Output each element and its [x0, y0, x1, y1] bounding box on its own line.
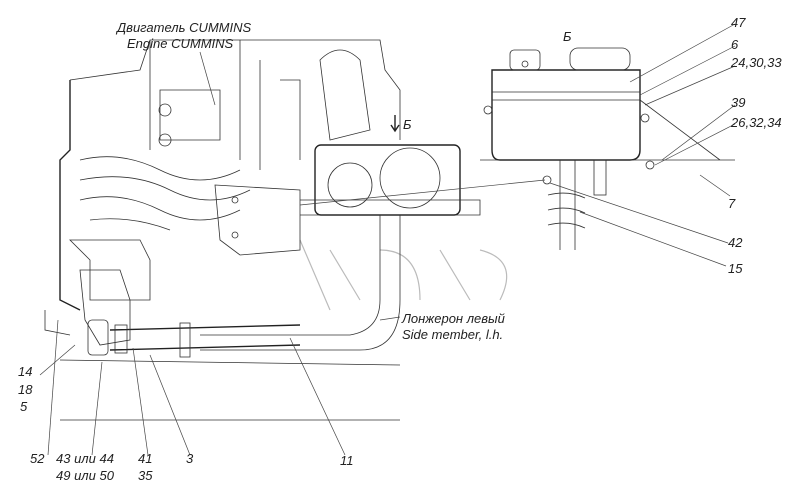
- side-member-ru: Лонжерон левый: [402, 311, 505, 326]
- callout-35: 35: [138, 468, 153, 483]
- reservoir-tank: [480, 47, 735, 250]
- callout-39: 39: [731, 95, 746, 110]
- callout-26-32-34: 26,32,34: [731, 115, 782, 130]
- callout-5: 5: [20, 399, 28, 414]
- callout-49-50: 49 или 50: [56, 468, 114, 483]
- view-label-mid: Б: [403, 117, 412, 132]
- engine-title-en: Engine CUMMINS: [127, 36, 234, 51]
- callout-15: 15: [728, 261, 743, 276]
- callout-24-30-33: 24,30,33: [731, 55, 782, 70]
- callout-41: 41: [138, 451, 153, 466]
- callout-14: 14: [18, 364, 33, 379]
- callout-7: 7: [728, 196, 736, 211]
- engine-block: [59, 39, 401, 421]
- callout-11: 11: [340, 453, 354, 468]
- hose-line: [44, 269, 301, 358]
- engine-title-ru: Двигатель CUMMINS: [117, 20, 252, 35]
- callout-43-44: 43 или 44: [56, 451, 114, 466]
- callout-3: 3: [186, 451, 194, 466]
- leader-lines: [39, 23, 736, 456]
- filter-housing: [200, 144, 481, 351]
- callout-47: 47: [731, 15, 746, 30]
- callout-6: 6: [731, 37, 739, 52]
- background-watermark: [299, 239, 508, 311]
- callout-18: 18: [18, 382, 33, 397]
- view-arrow: [390, 115, 400, 133]
- view-label-top: Б: [563, 29, 572, 44]
- callout-52: 52: [30, 451, 45, 466]
- callout-42: 42: [728, 235, 743, 250]
- side-member-en: Side member, l.h.: [402, 327, 504, 342]
